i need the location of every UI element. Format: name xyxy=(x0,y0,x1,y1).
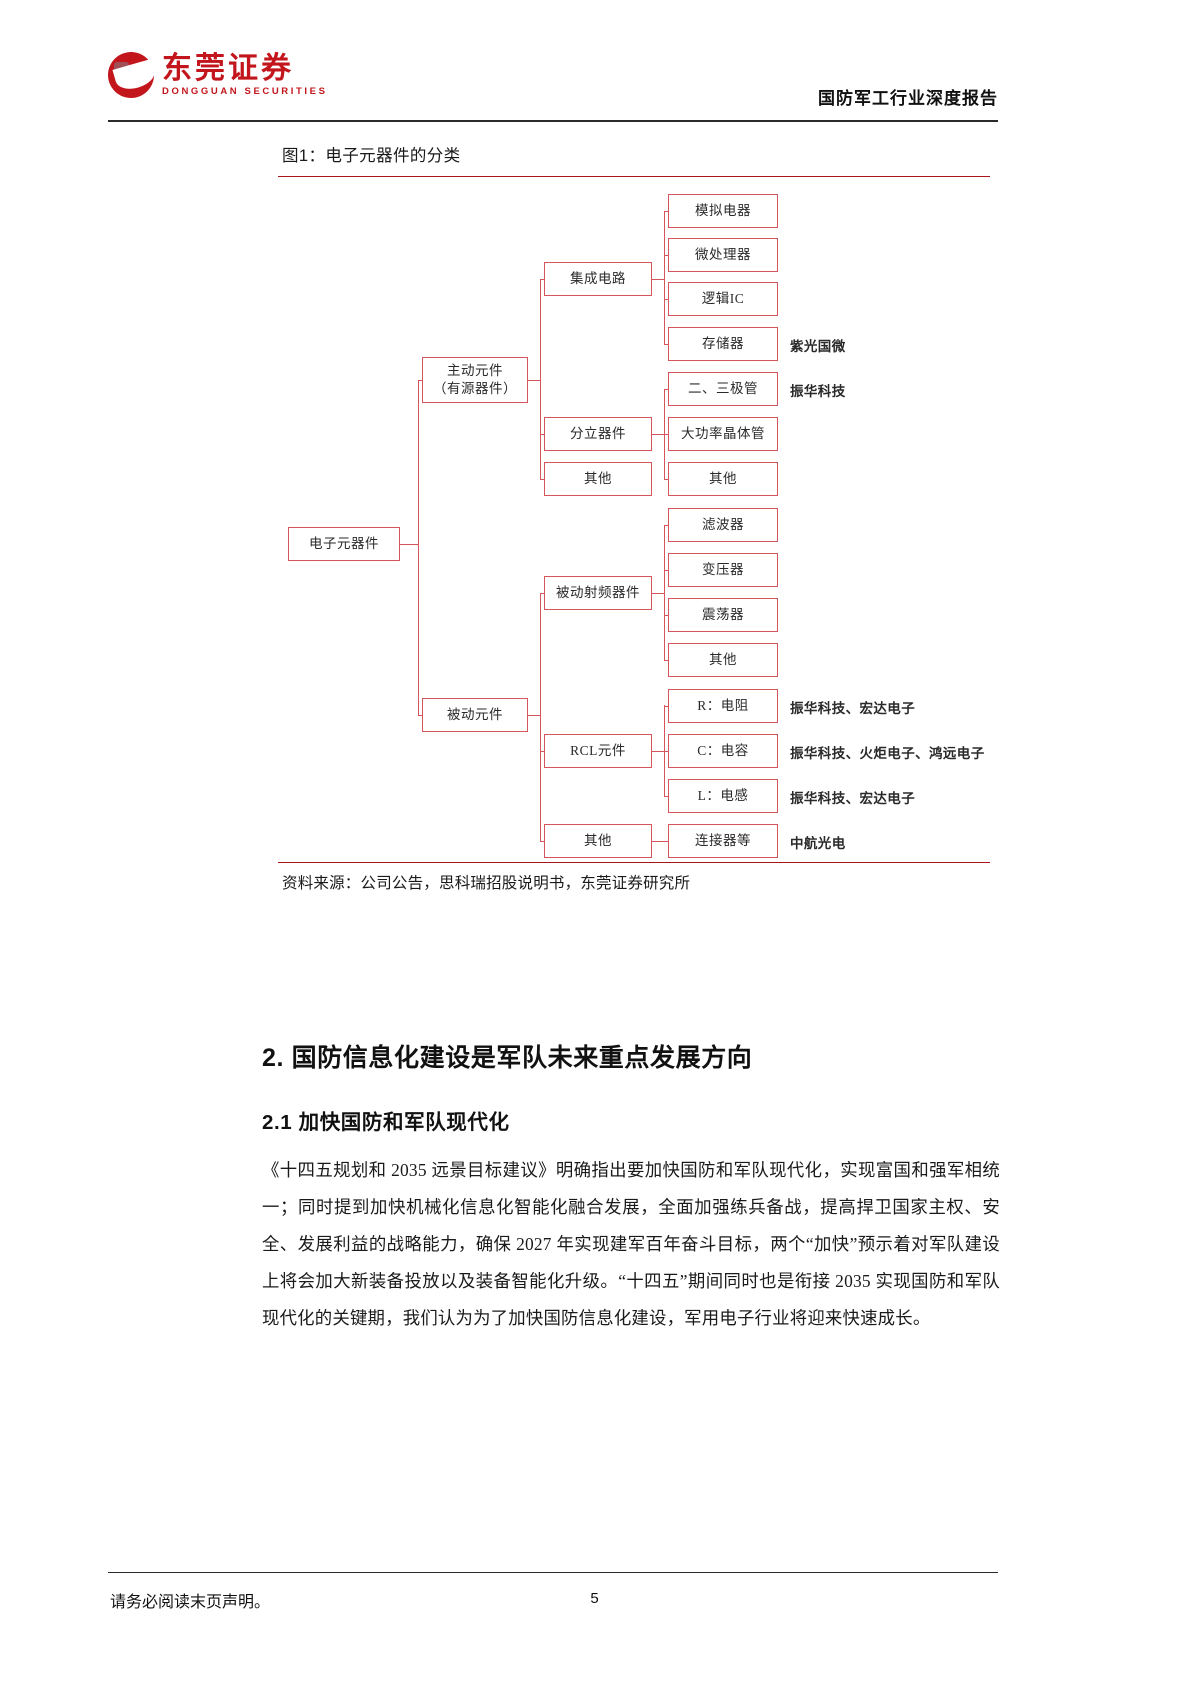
edge-ic-to-logic xyxy=(664,298,668,300)
edge-ic-vertical xyxy=(664,211,666,344)
annotation-inductor: 振华科技、宏达电子 xyxy=(790,791,916,806)
node-active-component-sub: （有源器件） xyxy=(433,381,517,396)
node-active-other: 其他 xyxy=(544,462,652,496)
node-root-electronic-components: 电子元器件 xyxy=(288,527,400,561)
edge-passive-to-rcl xyxy=(540,750,544,752)
edge-passive-to-other xyxy=(540,840,544,842)
edge-rf-vertical xyxy=(664,525,666,660)
body-paragraph: 《十四五规划和 2035 远景目标建议》明确指出要加快国防和军队现代化，实现富国… xyxy=(262,1160,1000,1328)
annotation-resistor: 振华科技、宏达电子 xyxy=(790,701,916,716)
annotation-connector: 中航光电 xyxy=(790,836,846,851)
node-passive-other: 其他 xyxy=(544,824,652,858)
figure-bottom-rule xyxy=(278,862,990,863)
edge-rf-to-other xyxy=(664,659,668,661)
edge-discrete-stub xyxy=(652,433,664,435)
node-resistor: R：电阻 xyxy=(668,689,778,723)
edge-rcl-stub xyxy=(652,750,664,752)
node-power-transistor: 大功率晶体管 xyxy=(668,417,778,451)
edge-other-to-connector xyxy=(652,840,668,842)
edge-rf-to-filter xyxy=(664,524,668,526)
section-heading-2-1: 2.1 加快国防和军队现代化 xyxy=(262,1111,510,1134)
edge-active-to-ic xyxy=(540,278,544,280)
report-title: 国防军工行业深度报告 xyxy=(818,89,998,108)
node-oscillator: 震荡器 xyxy=(668,598,778,632)
edge-ic-stub xyxy=(652,278,664,280)
edge-passive-vertical xyxy=(540,593,542,841)
node-discrete-other: 其他 xyxy=(668,462,778,496)
node-capacitor: C：电容 xyxy=(668,734,778,768)
edge-active-stub xyxy=(528,379,540,381)
edge-rcl-to-resistor xyxy=(664,705,668,707)
figure-title: 图1：电子元器件的分类 xyxy=(282,147,461,165)
node-microprocessor: 微处理器 xyxy=(668,238,778,272)
edge-rcl-to-inductor xyxy=(664,795,668,797)
annotation-diode-triode: 振华科技 xyxy=(790,384,846,399)
annotation-memory: 紫光国微 xyxy=(790,339,846,354)
node-rf-other: 其他 xyxy=(668,643,778,677)
edge-discrete-to-power xyxy=(664,433,668,435)
edge-discrete-to-other xyxy=(664,478,668,480)
figure-top-rule xyxy=(278,176,990,177)
figure-source: 资料来源：公司公告，思科瑞招股说明书，东莞证券研究所 xyxy=(282,875,691,892)
edge-passive-stub xyxy=(528,714,540,716)
node-inductor: L：电感 xyxy=(668,779,778,813)
node-filter: 滤波器 xyxy=(668,508,778,542)
footer-divider xyxy=(108,1572,998,1573)
header-divider xyxy=(108,120,998,122)
edge-active-to-other xyxy=(540,478,544,480)
section-heading-2: 2. 国防信息化建设是军队未来重点发展方向 xyxy=(262,1044,753,1072)
edge-active-vertical xyxy=(540,279,542,479)
edge-discrete-to-diode xyxy=(664,388,668,390)
node-integrated-circuit: 集成电路 xyxy=(544,262,652,296)
page-header: 东莞证券 DONGGUAN SECURITIES 国防军工行业深度报告 xyxy=(108,42,998,120)
node-transformer: 变压器 xyxy=(668,553,778,587)
edge-root-to-active xyxy=(418,379,422,381)
edge-root-to-passive xyxy=(418,714,422,716)
node-rcl: RCL元件 xyxy=(544,734,652,768)
classification-tree-diagram: 模拟电器 微处理器 逻辑IC 存储器 二、三极管 大功率晶体管 其他 滤波器 变… xyxy=(278,182,990,858)
node-logic-ic: 逻辑IC xyxy=(668,282,778,316)
company-logo: 东莞证券 DONGGUAN SECURITIES xyxy=(108,52,328,98)
edge-root-stub xyxy=(400,543,418,545)
node-memory: 存储器 xyxy=(668,327,778,361)
edge-ic-to-memory xyxy=(664,343,668,345)
node-analog: 模拟电器 xyxy=(668,194,778,228)
node-active-component-label: 主动元件 xyxy=(447,362,503,378)
edge-rf-stub xyxy=(652,592,664,594)
edge-root-vertical xyxy=(418,380,420,715)
edge-active-to-discrete xyxy=(540,433,544,435)
edge-rf-to-transformer xyxy=(664,569,668,571)
page-number: 5 xyxy=(590,1590,599,1607)
node-active-component: 主动元件 （有源器件） xyxy=(422,357,528,403)
annotation-capacitor: 振华科技、火炬电子、鸿远电子 xyxy=(790,746,985,761)
edge-ic-to-analog xyxy=(664,210,668,212)
node-diode-triode: 二、三极管 xyxy=(668,372,778,406)
node-passive-component: 被动元件 xyxy=(422,698,528,732)
logo-chinese-name: 东莞证券 xyxy=(162,51,294,85)
edge-passive-to-rf xyxy=(540,592,544,594)
logo-english-name: DONGGUAN SECURITIES xyxy=(162,86,328,98)
node-connector: 连接器等 xyxy=(668,824,778,858)
edge-rcl-to-capacitor xyxy=(664,750,668,752)
node-discrete-device: 分立器件 xyxy=(544,417,652,451)
edge-rf-to-oscillator xyxy=(664,614,668,616)
node-rf-passive: 被动射频器件 xyxy=(544,576,652,610)
dongguan-securities-logo-icon xyxy=(108,52,158,98)
edge-ic-to-mpu xyxy=(664,254,668,256)
footer-disclaimer: 请务必阅读末页声明。 xyxy=(110,1594,271,1611)
